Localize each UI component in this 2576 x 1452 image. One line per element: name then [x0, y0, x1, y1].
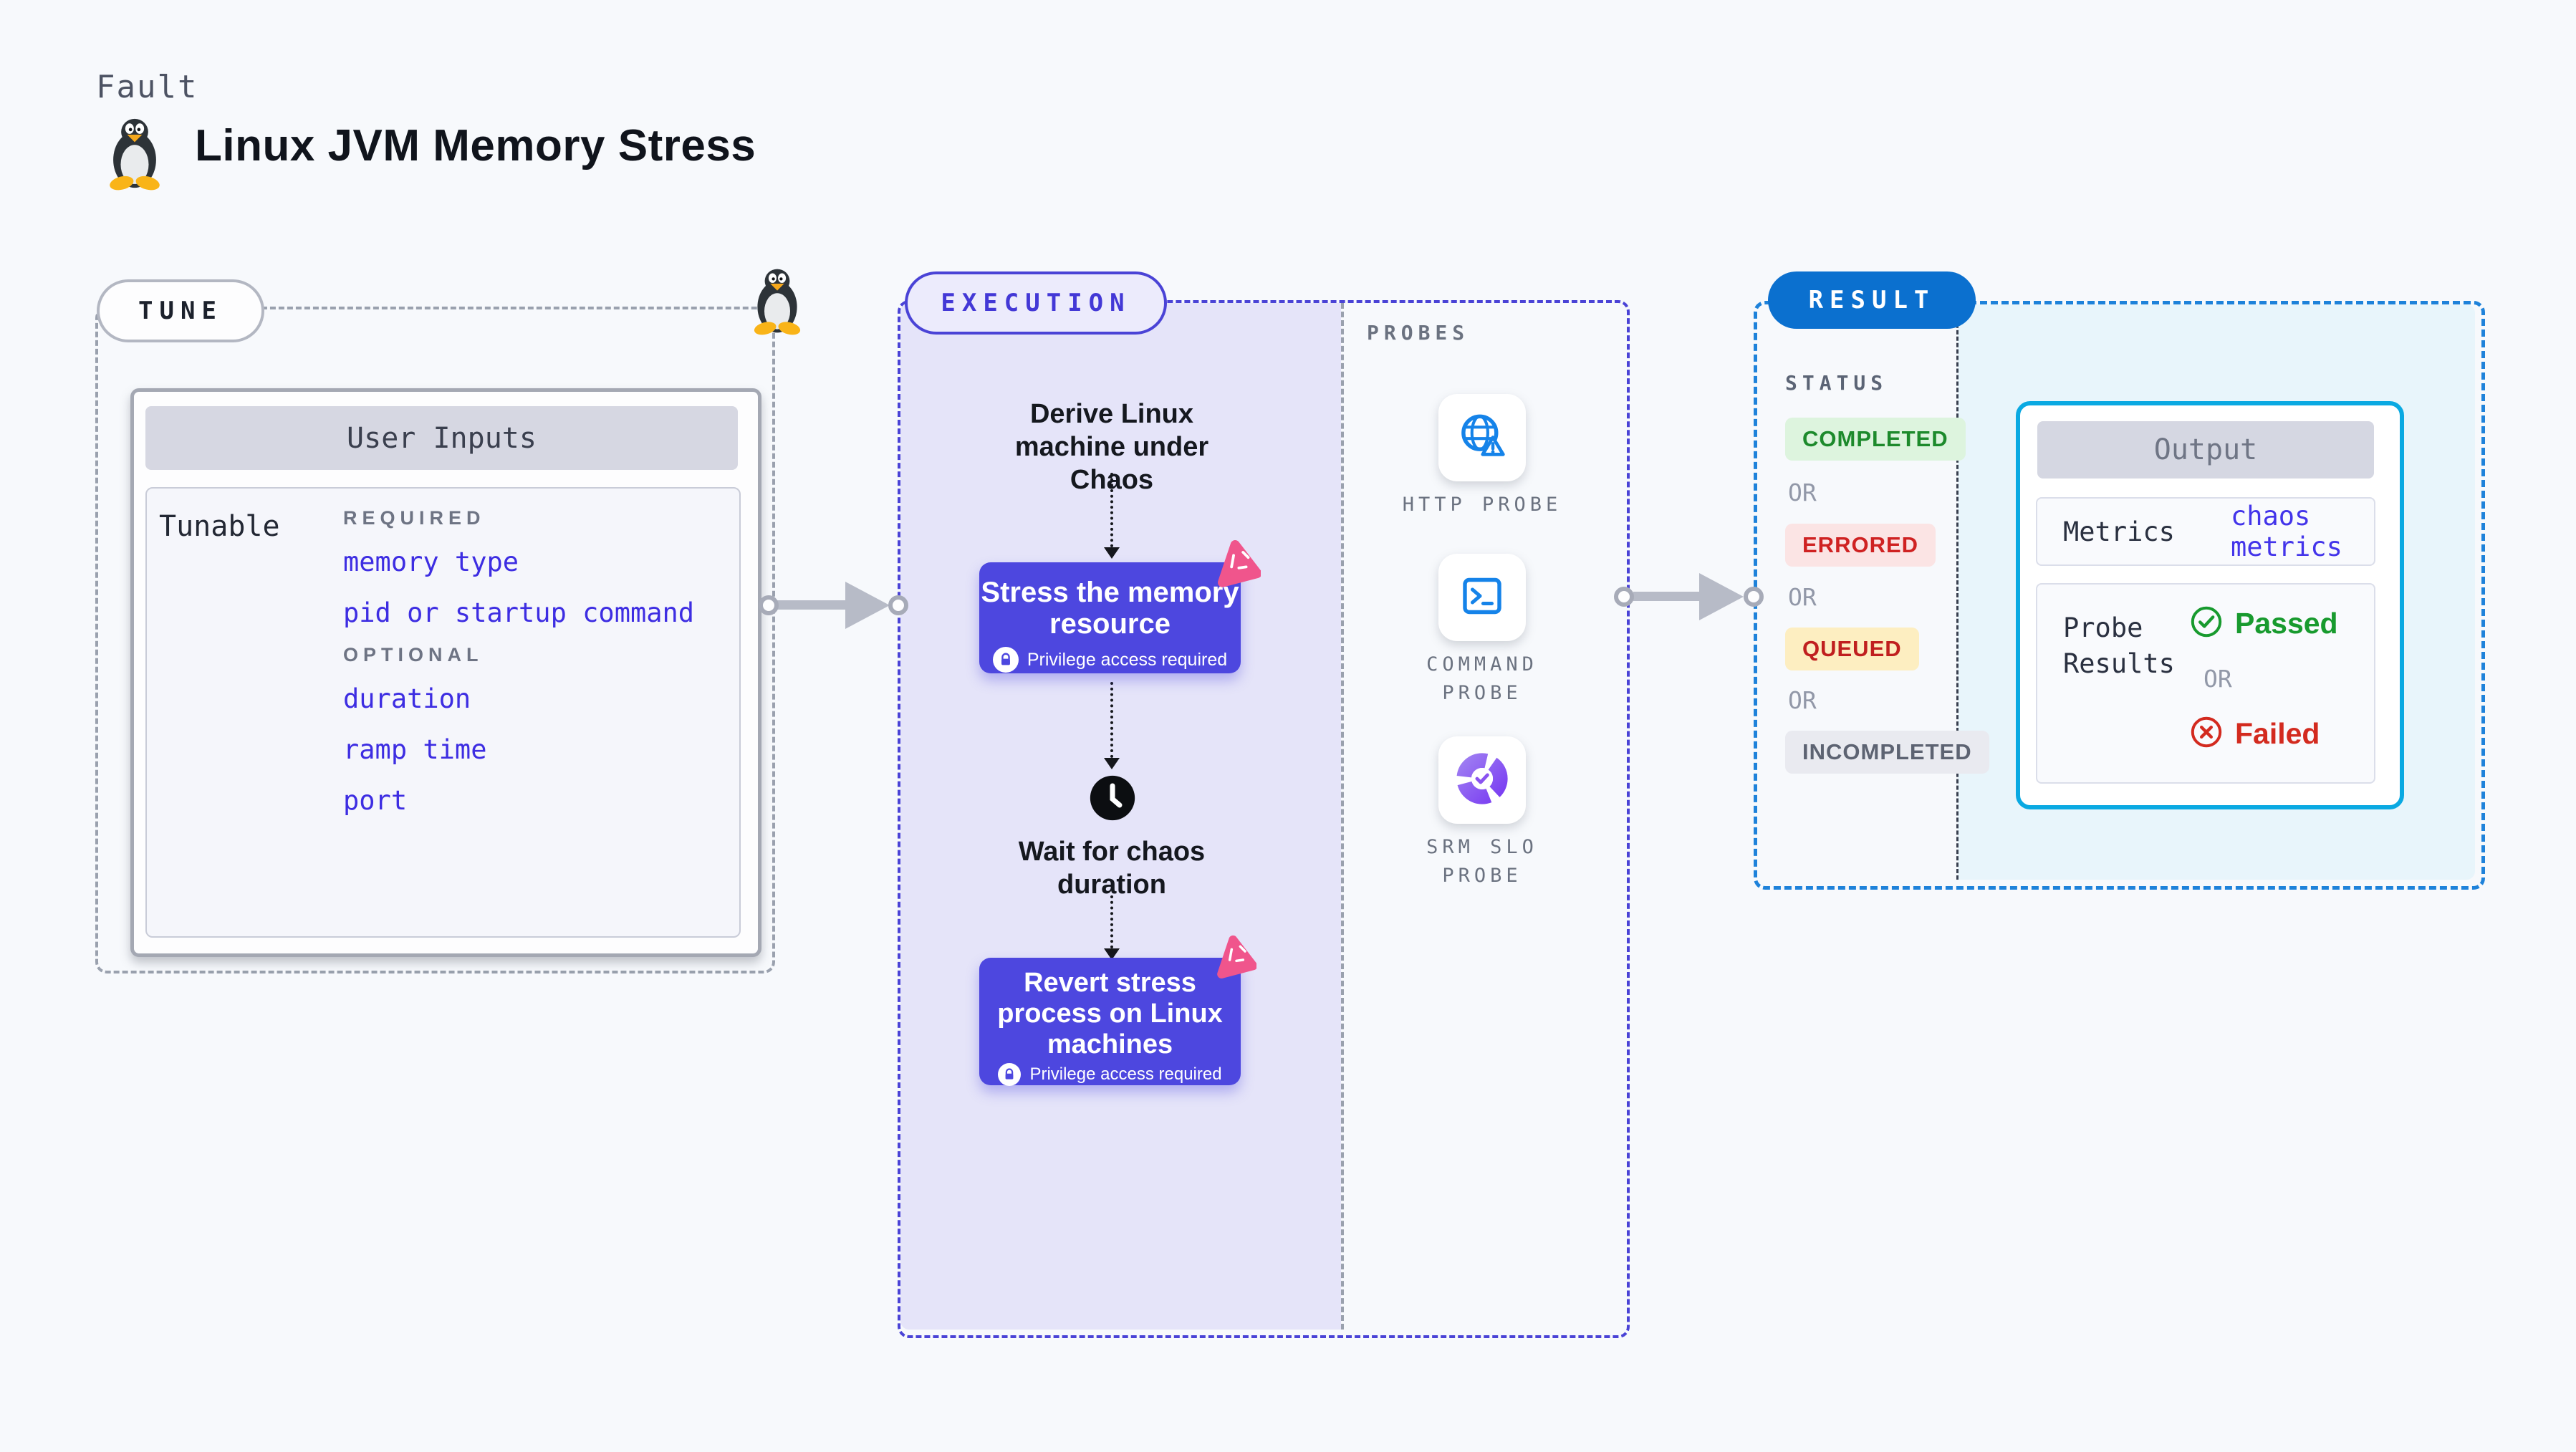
- connector-dot: [1744, 587, 1764, 607]
- flow-arrow-head: [1104, 758, 1120, 769]
- failed-label: Failed: [2235, 717, 2320, 750]
- fault-kicker: Fault: [96, 69, 198, 105]
- or-separator: OR: [1788, 583, 1817, 611]
- check-circle-icon: [2189, 605, 2224, 643]
- stress-step-title: Stress the memory resource: [981, 577, 1239, 640]
- tux-penguin-icon: [105, 116, 165, 191]
- required-group-label: REQUIRED: [343, 507, 486, 529]
- flow-arrow-head: [1104, 547, 1120, 559]
- stress-step-box[interactable]: Stress the memory resource Privilege acc…: [979, 562, 1241, 673]
- arrow-execution-to-result: [1633, 592, 1705, 601]
- chaos-experiment-icon: [1211, 934, 1258, 980]
- status-output-divider: [1956, 304, 1959, 880]
- metrics-value[interactable]: chaos metrics: [2230, 501, 2342, 562]
- status-badge-incompleted: INCOMPLETED: [1785, 731, 1989, 774]
- optional-group-label: OPTIONAL: [343, 644, 484, 665]
- http-probe-label: HTTP PROBE: [1402, 494, 1562, 516]
- field-port[interactable]: port: [343, 785, 408, 816]
- output-header: Output: [2037, 421, 2374, 479]
- probe-results-label: Probe Results: [2063, 612, 2175, 679]
- status-badge-queued: QUEUED: [1785, 628, 1919, 670]
- metrics-row: Metrics chaos metrics: [2036, 497, 2375, 566]
- tune-zone-pill: TUNE: [97, 279, 264, 342]
- tux-penguin-icon: [749, 266, 805, 335]
- probes-divider: [1341, 303, 1344, 1330]
- tune-zone: [95, 307, 775, 973]
- globe-alert-icon: [1455, 409, 1509, 467]
- connector-dot: [759, 595, 779, 615]
- slo-donut-check-icon: [1455, 751, 1509, 809]
- failed-result: Failed: [2189, 715, 2320, 753]
- terminal-icon: [1456, 570, 1508, 625]
- x-circle-icon: [2189, 715, 2224, 753]
- result-zone-pill: RESULT: [1768, 271, 1976, 329]
- probes-label: PROBES: [1367, 321, 1470, 345]
- status-badge-errored: ERRORED: [1785, 524, 1936, 567]
- field-duration[interactable]: duration: [343, 683, 471, 714]
- connector-dot: [888, 595, 908, 615]
- execution-zone-pill: EXECUTION: [905, 271, 1167, 335]
- status-label: STATUS: [1785, 371, 1888, 395]
- privilege-note: Privilege access required: [1027, 649, 1228, 670]
- flow-connector: [1110, 473, 1113, 547]
- http-probe-card[interactable]: [1438, 394, 1526, 481]
- probe-results-row: Probe Results Passed OR Failed: [2036, 583, 2375, 784]
- flow-connector: [1110, 895, 1113, 948]
- chaos-experiment-icon: [1211, 539, 1262, 589]
- command-probe-label: COMMAND PROBE: [1426, 653, 1538, 704]
- passed-result: Passed: [2189, 605, 2338, 643]
- tunable-fields: REQUIRED memory type pid or startup comm…: [343, 501, 694, 826]
- or-separator: OR: [1788, 479, 1817, 506]
- flow-connector: [1110, 682, 1113, 758]
- field-pid-or-startup-command[interactable]: pid or startup command: [343, 597, 695, 628]
- arrow-head: [1699, 573, 1744, 620]
- arrow-tune-to-execution: [777, 600, 850, 610]
- privilege-note: Privilege access required: [1029, 1064, 1222, 1084]
- execution-zone: [898, 300, 1630, 1338]
- or-separator: OR: [1788, 686, 1817, 714]
- flow-arrow-head: [1104, 948, 1120, 960]
- revert-step-box[interactable]: Revert stress process on Linux machines …: [979, 958, 1241, 1086]
- field-ramp-time[interactable]: ramp time: [343, 734, 487, 765]
- user-inputs-header: User Inputs: [145, 406, 738, 470]
- arrow-head: [845, 582, 890, 629]
- connector-dot: [1614, 587, 1634, 607]
- passed-label: Passed: [2235, 607, 2338, 640]
- field-memory-type[interactable]: memory type: [343, 547, 519, 577]
- wait-step-label: Wait for chaos duration: [1018, 837, 1206, 900]
- clock-icon: [1088, 774, 1137, 822]
- status-badge-completed: COMPLETED: [1785, 418, 1966, 461]
- or-separator: OR: [2203, 665, 2232, 693]
- revert-step-title: Revert stress process on Linux machines: [997, 968, 1223, 1059]
- lock-icon: [998, 1063, 1022, 1086]
- tunable-label: Tunable: [159, 510, 280, 543]
- page-title: Linux JVM Memory Stress: [195, 121, 756, 170]
- srm-slo-probe-label: SRM SLO PROBE: [1426, 836, 1538, 887]
- srm-slo-probe-card[interactable]: [1438, 736, 1526, 824]
- tunable-panel: [145, 487, 741, 938]
- metrics-label: Metrics: [2063, 516, 2175, 547]
- command-probe-card[interactable]: [1438, 554, 1526, 641]
- lock-icon: [992, 647, 1019, 673]
